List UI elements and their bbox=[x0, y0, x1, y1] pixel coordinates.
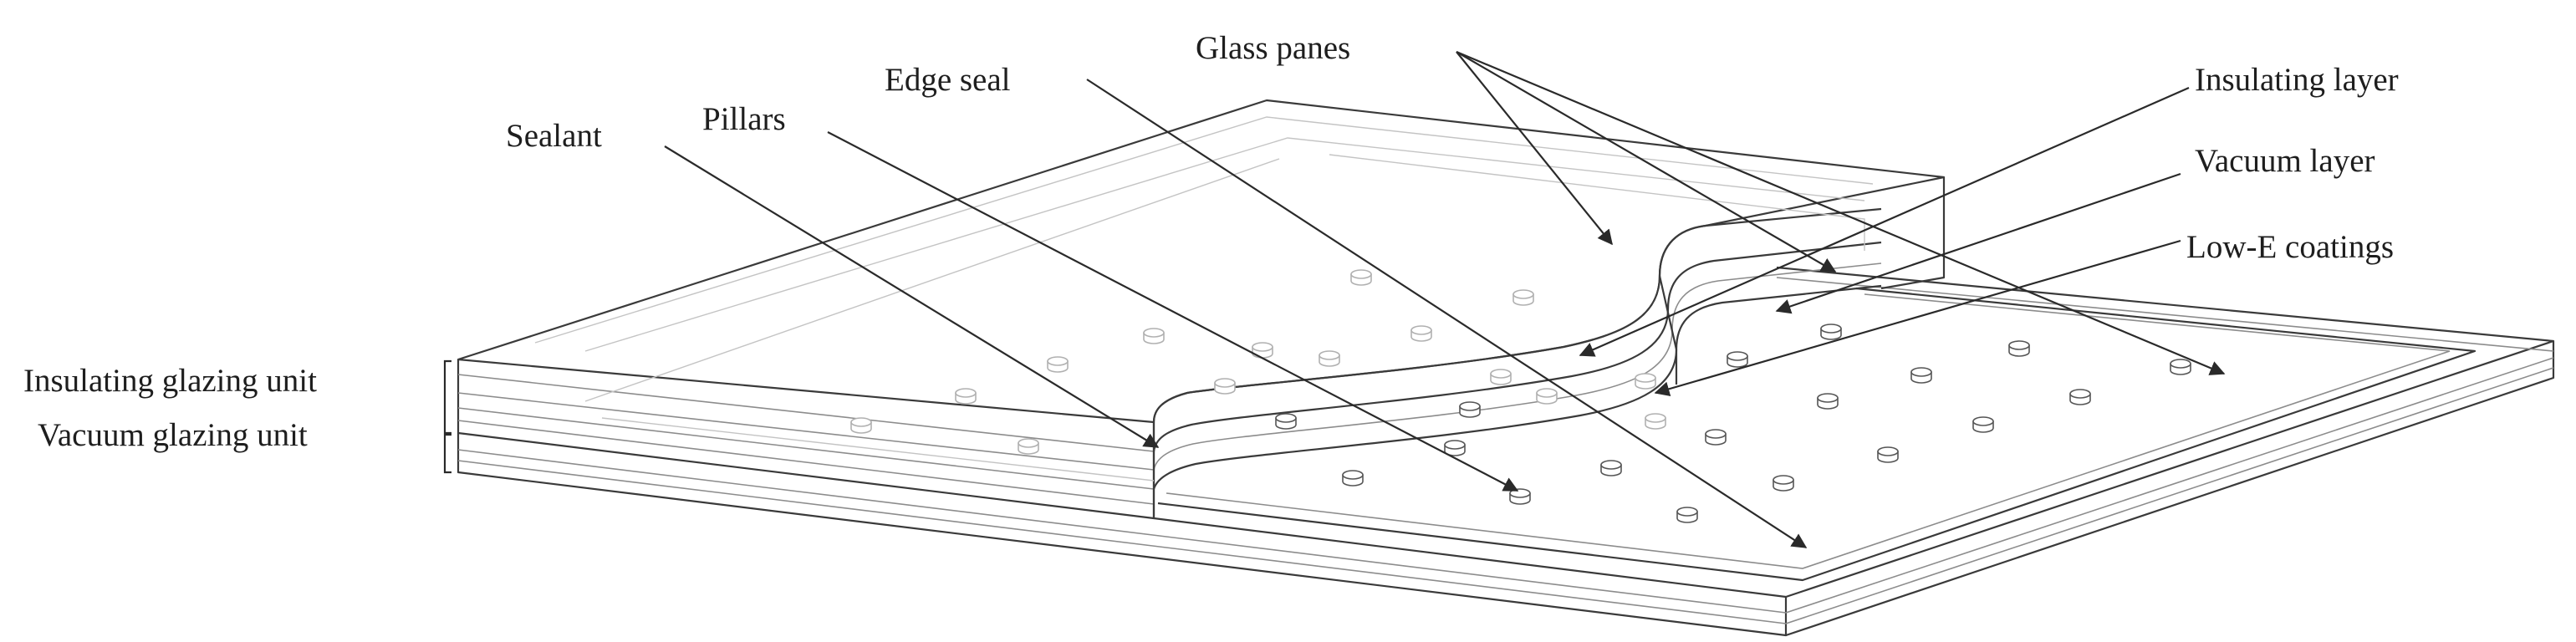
top-slab-layer-line-2 bbox=[457, 392, 1155, 471]
unit-braces bbox=[443, 359, 451, 474]
leader-glass-panes-2 bbox=[1456, 51, 1837, 273]
leader-lines bbox=[664, 50, 2226, 548]
hidden-line-1 bbox=[534, 116, 1874, 344]
cut-face-curve-1 bbox=[1152, 207, 1882, 423]
pillar-7 bbox=[2069, 389, 2091, 405]
hidden-line-2 bbox=[584, 137, 1865, 352]
hidden-line-4 bbox=[584, 158, 1280, 402]
hidden-line-3 bbox=[601, 417, 1155, 482]
hidden-pillar-6 bbox=[1047, 356, 1069, 373]
bottom-slab-mid-line-right bbox=[1785, 357, 2554, 614]
hidden-pillar-4 bbox=[1410, 325, 1432, 342]
top-slab-layer-line-4 bbox=[457, 420, 1155, 505]
hidden-pillar-0 bbox=[1350, 269, 1372, 286]
hidden-pillar-3 bbox=[1252, 342, 1273, 359]
pillar-group-hidden bbox=[850, 269, 1666, 455]
pillar-5 bbox=[1705, 429, 1727, 446]
hidden-pillar-2 bbox=[1143, 328, 1165, 344]
label-vacuum-glazing-unit: Vacuum glazing unit bbox=[38, 417, 308, 453]
hidden-pillar-9 bbox=[850, 417, 872, 434]
bottom-slab-far-edge bbox=[1776, 266, 2554, 343]
vacuum-glazing-slab bbox=[457, 266, 2555, 637]
label-vacuum-layer: Vacuum layer bbox=[2195, 143, 2375, 179]
leader-vacuum-layer bbox=[1775, 172, 2181, 314]
bottom-slab-left-face bbox=[457, 433, 1788, 637]
top-slab-front-face bbox=[457, 359, 1155, 520]
edge-seal-inner-outline bbox=[1166, 293, 2451, 569]
bottom-slab-right-face bbox=[1785, 339, 2555, 637]
pillar-1 bbox=[1820, 324, 1842, 340]
bottom-slab-mid-line-front bbox=[457, 449, 1787, 614]
pillar-0 bbox=[1727, 351, 1748, 368]
hidden-pillar-8 bbox=[1536, 388, 1558, 405]
brace-insulating-glazing-unit bbox=[443, 359, 451, 435]
brace-vacuum-glazing-unit bbox=[443, 433, 451, 474]
label-insulating-layer: Insulating layer bbox=[2195, 62, 2399, 98]
bottom-slab-lower-line-front bbox=[457, 460, 1787, 624]
hidden-pillar-1 bbox=[1512, 289, 1534, 306]
top-slab-right-face bbox=[1880, 177, 1946, 290]
pillar-8 bbox=[1972, 416, 1994, 433]
top-slab-layer-line-3 bbox=[457, 407, 1155, 490]
pillar-3 bbox=[1910, 367, 1932, 384]
cut-face-curve-2 bbox=[1152, 241, 1882, 452]
top-slab-layer-line-1 bbox=[457, 374, 1155, 452]
label-pillars: Pillars bbox=[702, 101, 786, 137]
leader-insulating-layer bbox=[1579, 86, 2190, 357]
hidden-pillar-12 bbox=[1490, 369, 1512, 385]
leader-glass-panes-1 bbox=[1456, 51, 1613, 246]
pillar-11 bbox=[1600, 460, 1622, 476]
pillar-14 bbox=[1509, 488, 1531, 505]
hidden-pillar-10 bbox=[1018, 438, 1039, 455]
bottom-slab-lower-line-right bbox=[1785, 367, 2554, 624]
leader-sealant bbox=[664, 145, 1160, 448]
pillar-15 bbox=[1676, 507, 1698, 523]
leader-low-e-coatings bbox=[1654, 239, 2181, 397]
leader-pillars bbox=[827, 131, 1519, 492]
insulating-glazing-slab bbox=[457, 99, 1946, 520]
label-low-e-coatings: Low-E coatings bbox=[2186, 229, 2394, 265]
hidden-pillar-7 bbox=[1214, 378, 1236, 395]
pillar-16 bbox=[1275, 413, 1297, 430]
pillar-9 bbox=[1877, 446, 1899, 463]
cut-face-curve-4 bbox=[1152, 284, 1882, 490]
label-edge-seal: Edge seal bbox=[885, 62, 1011, 98]
hidden-pillar-13 bbox=[1635, 373, 1656, 390]
pillar-2 bbox=[2008, 340, 2030, 357]
leader-edge-seal bbox=[1086, 79, 1808, 548]
bottom-slab-top-edge bbox=[1153, 517, 1787, 599]
leader-glass-panes-3 bbox=[1456, 50, 2226, 375]
label-insulating-glazing-unit: Insulating glazing unit bbox=[23, 363, 317, 399]
label-sealant: Sealant bbox=[506, 118, 602, 154]
pillar-4 bbox=[1817, 393, 1839, 410]
edge-seal-outline bbox=[1157, 287, 2477, 582]
label-glass-panes: Glass panes bbox=[1196, 30, 1350, 66]
cut-vertical-edge-right bbox=[1658, 275, 1678, 385]
hidden-inner-frame bbox=[1329, 154, 1865, 251]
pillar-13 bbox=[1342, 470, 1364, 487]
cut-face-curve-3 bbox=[1153, 262, 1882, 471]
hidden-pillar-5 bbox=[1319, 350, 1340, 367]
pillar-group-visible bbox=[1275, 324, 2191, 523]
pillar-10 bbox=[1773, 475, 1794, 492]
hidden-pillar-11 bbox=[955, 388, 977, 405]
pillar-17 bbox=[1459, 401, 1481, 418]
bottom-slab-back-line bbox=[1776, 277, 2554, 352]
hidden-pillar-14 bbox=[1645, 413, 1666, 430]
pillar-6 bbox=[2170, 359, 2191, 375]
pillar-12 bbox=[1444, 440, 1466, 456]
